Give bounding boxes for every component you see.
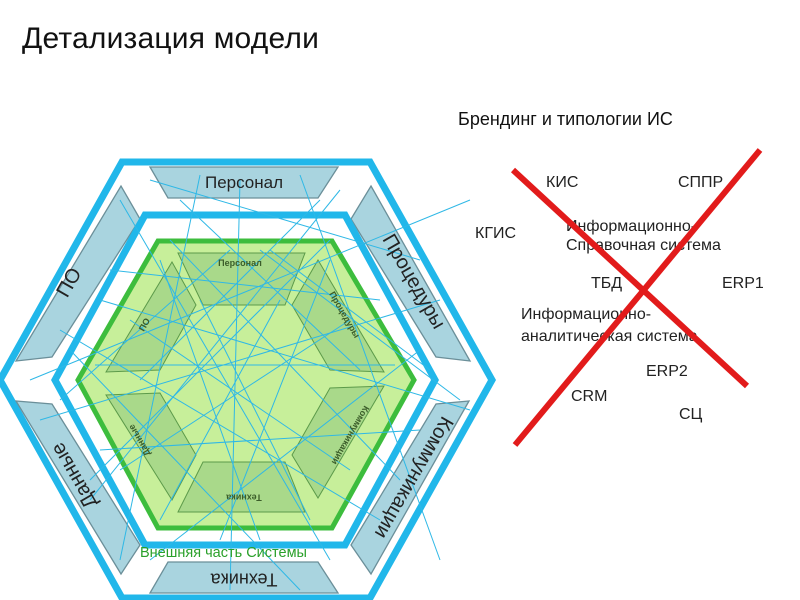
external-part-label: Внешняя часть Системы (140, 545, 307, 561)
connection-line (119, 319, 351, 471)
connection-line (169, 239, 401, 481)
inner-trapezoid-lower-right (291, 385, 385, 499)
typology-kgis: КГИС (475, 225, 517, 242)
typology-erp2: ERP2 (646, 363, 688, 380)
segment-band-bottom (148, 561, 340, 594)
connection-line (299, 174, 441, 561)
connection-line (149, 179, 421, 261)
connection-line (229, 179, 241, 591)
connection-lines (29, 174, 471, 591)
middle-hexagon (51, 211, 439, 549)
segment-label-top: Персонал (205, 173, 283, 192)
typology-erp1: ERP1 (722, 275, 764, 292)
typology-info-ref-line1: Информационно- (566, 218, 697, 235)
typology-tbd: ТБД (591, 275, 623, 292)
connection-line (269, 249, 431, 371)
connection-line (259, 249, 461, 401)
segment-band-upper-right (350, 184, 472, 362)
inner-label-top: Персонал (218, 258, 262, 268)
connection-line (129, 319, 351, 471)
connection-line (199, 299, 311, 521)
connection-line (99, 429, 421, 451)
typology-info-ref-line2: Справочная система (566, 237, 721, 254)
page-title: Детализация модели (22, 22, 320, 55)
connection-line (39, 299, 441, 421)
connection-line (89, 239, 331, 481)
connection-line (119, 199, 331, 561)
typology-crm: CRM (571, 388, 608, 405)
typology-kis: КИС (546, 174, 579, 191)
inner-label-bottom: Техника (225, 493, 261, 503)
connection-line (139, 199, 321, 381)
connection-line (99, 299, 471, 411)
segment-label-bottom: Техника (210, 569, 278, 589)
connection-line (59, 329, 381, 521)
typology-sppr: СППР (678, 174, 724, 191)
connection-line (159, 299, 281, 521)
connection-line (29, 199, 471, 381)
connection-line (69, 349, 301, 591)
typology-title: Брендинг и типологии ИС (458, 109, 673, 129)
typology-info-an-line1: Информационно- (521, 306, 652, 323)
segment-band-lower-left (14, 400, 141, 576)
connection-line (119, 174, 201, 561)
connection-line (219, 259, 331, 541)
connection-line (59, 249, 231, 401)
connection-line (179, 199, 361, 371)
inner-trapezoid-upper-left (105, 261, 197, 373)
connection-line (109, 269, 381, 301)
connection-line (149, 349, 421, 561)
typology-info-an-line2: аналитическая система (521, 328, 698, 345)
connection-line (159, 259, 261, 541)
typology-sc: СЦ (679, 406, 703, 423)
